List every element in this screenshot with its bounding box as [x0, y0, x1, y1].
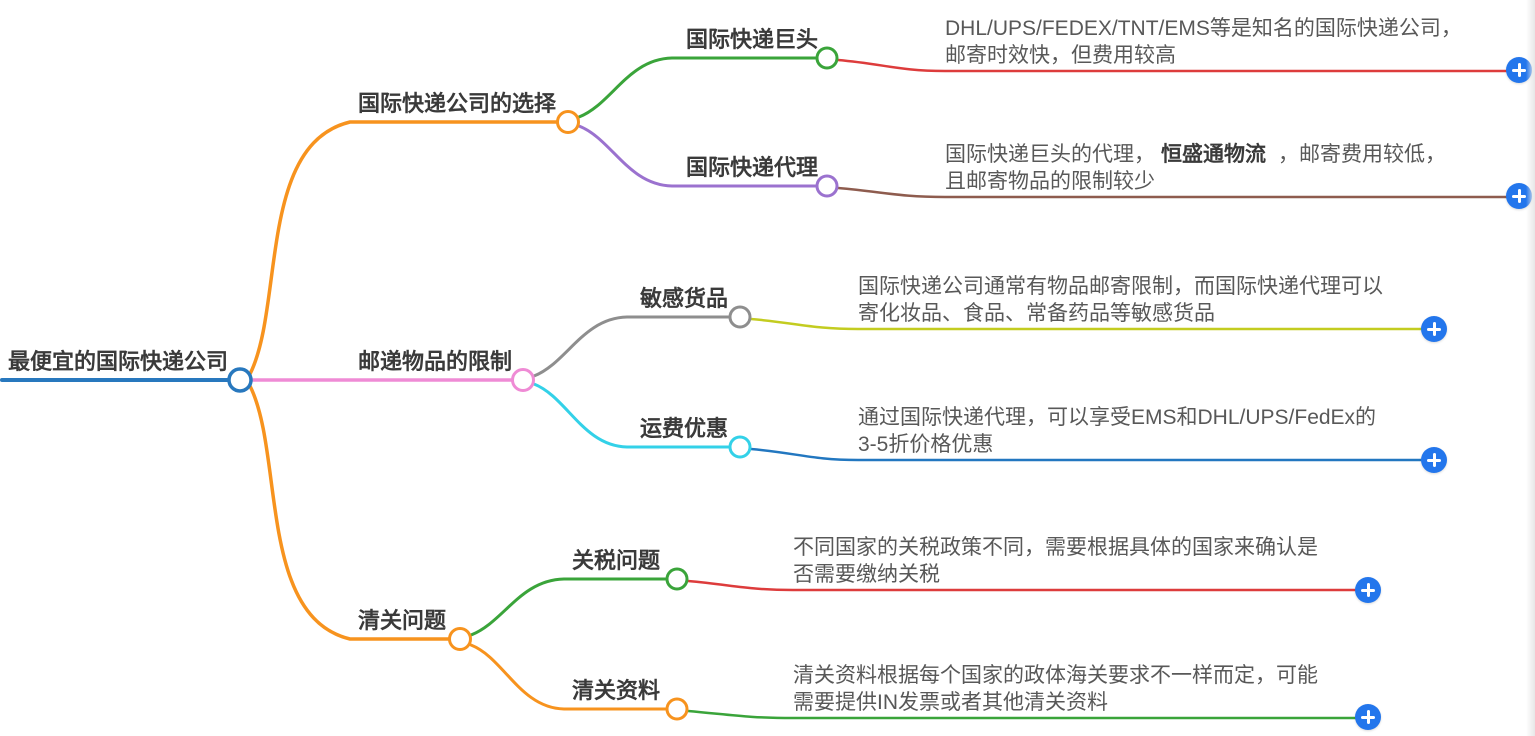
note-giants-line1: DHL/UPS/FEDEX/TNT/EMS等是知名的国际快递公司，	[945, 17, 1462, 40]
add-node-button-docs[interactable]	[1355, 704, 1381, 730]
leaf-label-sensitive-goods[interactable]: 敏感货品	[640, 286, 729, 311]
root-topic-label[interactable]: 最便宜的国际快递公司	[8, 349, 229, 374]
node-handle-giants[interactable]	[815, 46, 839, 70]
note-agents-prefix: 国际快递巨头的代理，	[945, 143, 1155, 166]
plus-icon	[1421, 447, 1447, 473]
note-agents[interactable]: 国际快递巨头的代理， 恒盛通物流 ，邮寄费用较低， 且邮寄物品的限制较少	[945, 141, 1446, 195]
plus-icon	[1506, 183, 1532, 209]
node-handle-tariff[interactable]	[665, 567, 689, 591]
branch-line-customs	[248, 384, 451, 641]
node-handle-limits[interactable]	[511, 368, 535, 392]
note-tariff-line2: 否需要缴纳关税	[793, 563, 940, 586]
node-handle-docs[interactable]	[665, 697, 689, 721]
node-handle-root[interactable]	[227, 367, 253, 393]
leaf-label-tariff[interactable]: 关税问题	[572, 548, 661, 573]
right-edge-shade	[1526, 0, 1535, 736]
node-handle-freight[interactable]	[728, 435, 752, 459]
note-giants[interactable]: DHL/UPS/FEDEX/TNT/EMS等是知名的国际快递公司， 邮寄时效快，…	[945, 15, 1462, 69]
note-tariff-line1: 不同国家的关税政策不同，需要根据具体的国家来确认是	[793, 536, 1318, 559]
leaf-line-sensitive	[532, 315, 731, 378]
note-underline-docs	[686, 709, 1357, 720]
add-node-button-freight[interactable]	[1421, 447, 1447, 473]
note-tariff[interactable]: 不同国家的关税政策不同，需要根据具体的国家来确认是 否需要缴纳关税	[793, 534, 1318, 588]
leaf-line-docs	[469, 643, 668, 711]
branch-line-choice	[248, 120, 559, 376]
note-docs[interactable]: 清关资料根据每个国家的政体海关要求不一样而定，可能 需要提供IN发票或者其他清关…	[793, 662, 1318, 716]
leaf-label-customs-docs[interactable]: 清关资料	[572, 678, 661, 703]
note-sensitive[interactable]: 国际快递公司通常有物品邮寄限制，而国际快递代理可以 寄化妆品、食品、常备药品等敏…	[858, 273, 1383, 327]
note-underline-freight	[749, 447, 1423, 462]
note-sensitive-line1: 国际快递公司通常有物品邮寄限制，而国际快递代理可以	[858, 275, 1383, 298]
leaf-label-freight-discount[interactable]: 运费优惠	[640, 416, 729, 441]
leaf-label-agents[interactable]: 国际快递代理	[686, 155, 819, 180]
branch-label-customs[interactable]: 清关问题	[358, 608, 447, 633]
plus-icon	[1355, 577, 1381, 603]
plus-icon	[1506, 57, 1532, 83]
branch-label-limits[interactable]: 邮递物品的限制	[358, 349, 513, 374]
leaf-line-agents	[577, 124, 818, 188]
leaf-label-giants[interactable]: 国际快递巨头	[686, 27, 819, 52]
note-freight-line1: 通过国际快递代理，可以享受EMS和DHL/UPS/FedEx的	[858, 406, 1377, 429]
note-agents-line2: 且邮寄物品的限制较少	[945, 170, 1155, 193]
note-freight-line2: 3-5折价格优惠	[858, 433, 994, 456]
leaf-line-tariff	[469, 577, 668, 637]
leaf-line-giants	[577, 56, 818, 119]
note-underline-giants	[836, 58, 1508, 73]
note-sensitive-line2: 寄化妆品、食品、常备药品等敏感货品	[858, 302, 1215, 325]
add-node-button-sensitive[interactable]	[1421, 316, 1447, 342]
node-handle-choice[interactable]	[556, 110, 580, 134]
node-handle-customs[interactable]	[448, 627, 472, 651]
add-node-button-tariff[interactable]	[1355, 577, 1381, 603]
node-handle-sensitive[interactable]	[728, 305, 752, 329]
note-freight[interactable]: 通过国际快递代理，可以享受EMS和DHL/UPS/FedEx的 3-5折价格优惠	[858, 404, 1376, 458]
plus-icon	[1355, 704, 1381, 730]
note-giants-line2: 邮寄时效快，但费用较高	[945, 44, 1176, 67]
note-underline-sensitive	[749, 317, 1423, 331]
note-docs-line2: 需要提供IN发票或者其他清关资料	[793, 691, 1108, 714]
note-underline-agents	[836, 186, 1508, 199]
note-agents-line1: 国际快递巨头的代理， 恒盛通物流 ，邮寄费用较低，	[945, 141, 1446, 168]
note-underline-tariff	[686, 579, 1357, 592]
branch-label-choice[interactable]: 国际快递公司的选择	[358, 91, 557, 116]
plus-icon	[1421, 316, 1447, 342]
note-agents-suffix: ，邮寄费用较低，	[1278, 143, 1446, 166]
leaf-line-freight	[532, 382, 731, 449]
note-agents-company-name: 恒盛通物流	[1161, 143, 1266, 166]
note-docs-line1: 清关资料根据每个国家的政体海关要求不一样而定，可能	[793, 664, 1318, 687]
node-handle-agents[interactable]	[815, 174, 839, 198]
